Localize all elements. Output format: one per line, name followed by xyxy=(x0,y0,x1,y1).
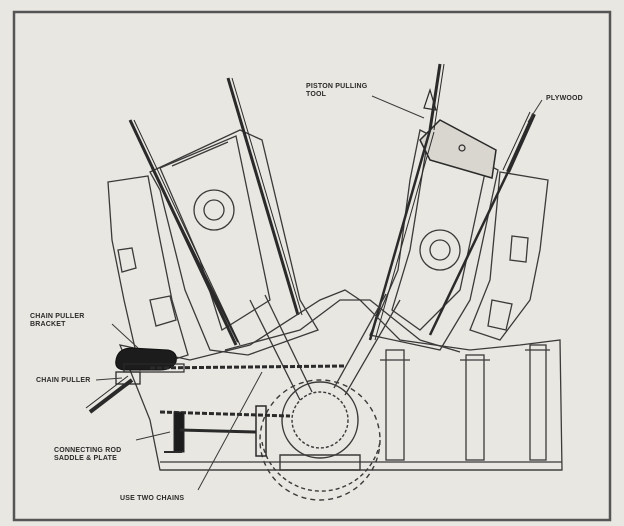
label-chain-puller: CHAIN PULLER xyxy=(36,377,91,384)
crankcase xyxy=(118,289,563,471)
saddle-plate-drawing xyxy=(164,405,267,457)
chain-drawing xyxy=(149,364,346,418)
label-plywood: PLYWOOD xyxy=(546,95,583,102)
crankshaft xyxy=(259,379,381,501)
leader-lines xyxy=(95,95,543,491)
connecting-rods xyxy=(249,293,401,401)
label-use-two-chains: USE TWO CHAINS xyxy=(120,495,184,502)
piston-pulling-tool-drawing xyxy=(368,63,497,341)
left-cylinder-bank xyxy=(107,129,319,371)
chain-puller-drawing xyxy=(85,371,141,414)
figure-border xyxy=(12,10,612,522)
left-pulling-rods xyxy=(128,77,303,346)
plywood-board-drawing xyxy=(428,111,536,336)
chain-puller-bracket-drawing xyxy=(115,347,185,373)
